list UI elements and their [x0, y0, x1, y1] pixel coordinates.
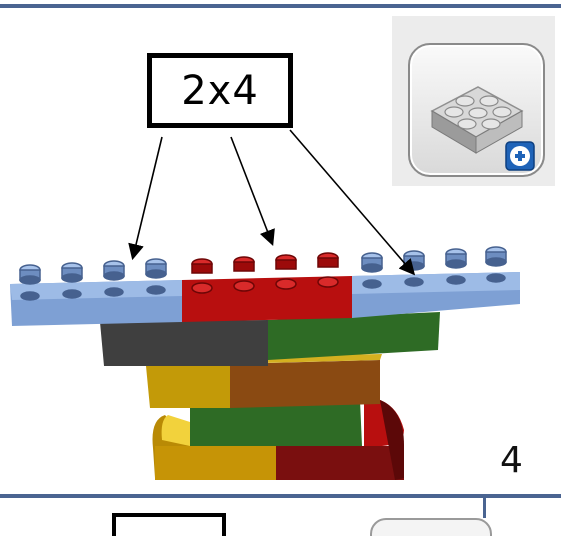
- next-part-callout-box: [112, 513, 226, 536]
- callout-arrows: [128, 129, 416, 276]
- part-callout-box: 2x4: [147, 53, 293, 128]
- arrow-to-middle-plate: [230, 136, 275, 246]
- arrow-to-right-plate: [289, 129, 416, 276]
- add-brick-button[interactable]: [408, 43, 545, 177]
- add-brick-icon: [430, 86, 535, 171]
- top-plate-row: [10, 272, 520, 326]
- grey-green-brick: [100, 312, 440, 366]
- arrow-to-left-plate: [128, 136, 163, 261]
- part-callout-label: 2x4: [181, 67, 259, 114]
- top-divider: [0, 4, 561, 8]
- page-number: 4: [500, 440, 523, 481]
- yellow-curved-brick: [152, 415, 280, 480]
- red-middle-studs: [191, 252, 339, 294]
- blue-left-studs: [19, 258, 167, 301]
- bottom-divider: [0, 494, 561, 498]
- green-brick-lower: [190, 400, 362, 446]
- dark-red-curved-brick: [276, 400, 404, 480]
- divider-tick: [483, 498, 486, 518]
- next-tool-button[interactable]: [370, 518, 492, 536]
